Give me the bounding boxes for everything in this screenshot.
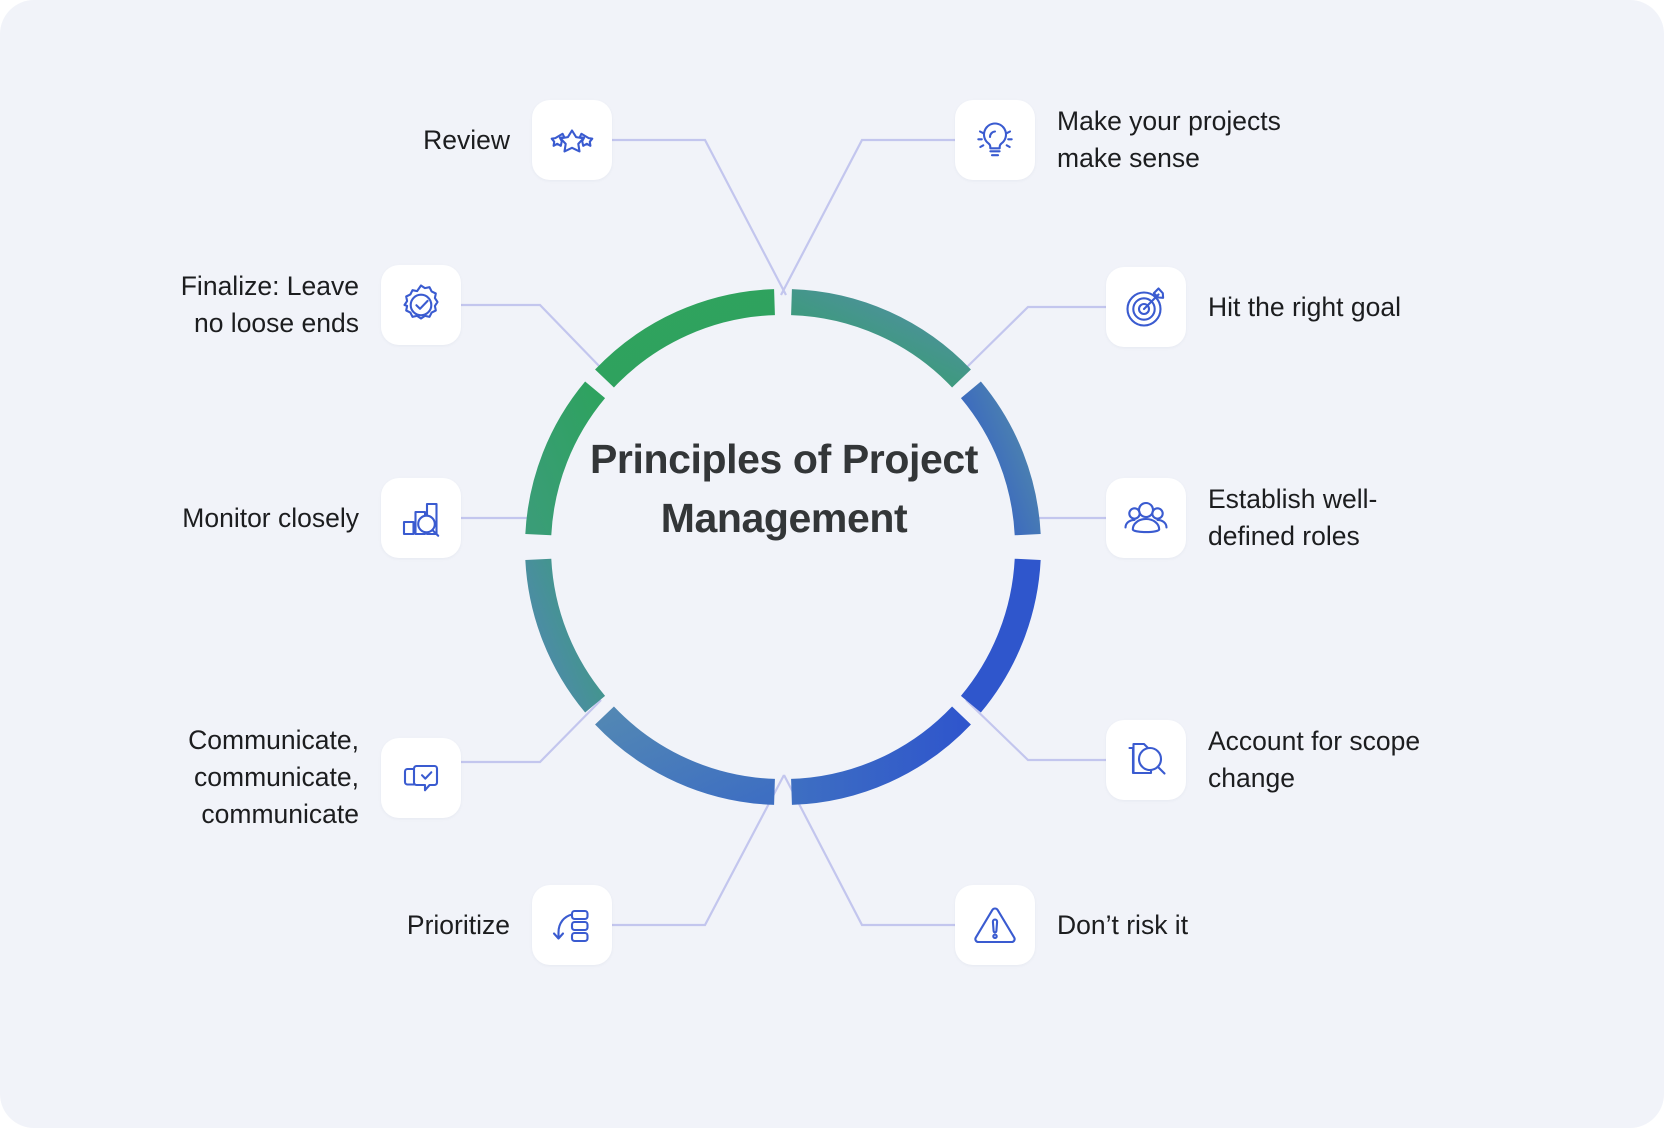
- center-title: Principles of Project Management: [589, 436, 979, 541]
- ring-segment-2: [525, 381, 606, 536]
- target-arrow-icon: [1106, 267, 1186, 347]
- three-stars-icon: [532, 100, 612, 180]
- node-finalize-label: Finalize: Leave no loose ends: [180, 271, 359, 338]
- node-communicate[interactable]: Communicate, communicate, communicate: [100, 722, 461, 833]
- ring-segment-1: [595, 289, 776, 388]
- node-risk[interactable]: Don’t risk it: [955, 885, 1375, 965]
- node-right-goal[interactable]: Hit the right goal: [1106, 267, 1566, 347]
- priority-list-icon: [532, 885, 612, 965]
- node-make-sense[interactable]: Make your projects make sense: [955, 100, 1375, 180]
- node-roles-label: Establish well- defined roles: [1208, 484, 1378, 551]
- node-review-label: Review: [423, 124, 510, 155]
- ring-segment-6: [960, 558, 1041, 713]
- ring-segment-5: [790, 706, 971, 805]
- node-scope-change-label: Account for scope change: [1208, 726, 1421, 793]
- node-make-sense-label: Make your projects make sense: [1057, 106, 1281, 173]
- ring-segment-3: [525, 558, 606, 713]
- ring-segment-4: [595, 706, 776, 805]
- people-group-icon: [1106, 478, 1186, 558]
- bar-chart-search-icon: [381, 478, 461, 558]
- ring-segment-8: [790, 289, 971, 388]
- node-monitor-label: Monitor closely: [182, 502, 359, 533]
- connector-review: [612, 138, 787, 296]
- chat-check-icon: [381, 737, 461, 818]
- node-review[interactable]: Review: [280, 100, 612, 180]
- principles-ring: [512, 276, 1054, 818]
- node-finalize[interactable]: Finalize: Leave no loose ends: [100, 265, 461, 345]
- node-prioritize[interactable]: Prioritize: [280, 885, 612, 965]
- node-roles[interactable]: Establish well- defined roles: [1106, 478, 1566, 558]
- node-risk-label: Don’t risk it: [1057, 909, 1189, 940]
- node-prioritize-label: Prioritize: [406, 909, 510, 940]
- document-search-icon: [1106, 720, 1186, 800]
- node-right-goal-label: Hit the right goal: [1208, 291, 1401, 322]
- ring-segment-7: [960, 381, 1041, 536]
- node-scope-change[interactable]: Account for scope change: [1106, 720, 1566, 800]
- lightbulb-icon: [955, 100, 1035, 180]
- connector-make-sense: [780, 138, 955, 296]
- node-communicate-label: Communicate, communicate, communicate: [188, 725, 359, 829]
- node-monitor[interactable]: Monitor closely: [120, 478, 461, 558]
- gear-check-icon: [381, 265, 461, 345]
- warning-triangle-icon: [955, 885, 1035, 965]
